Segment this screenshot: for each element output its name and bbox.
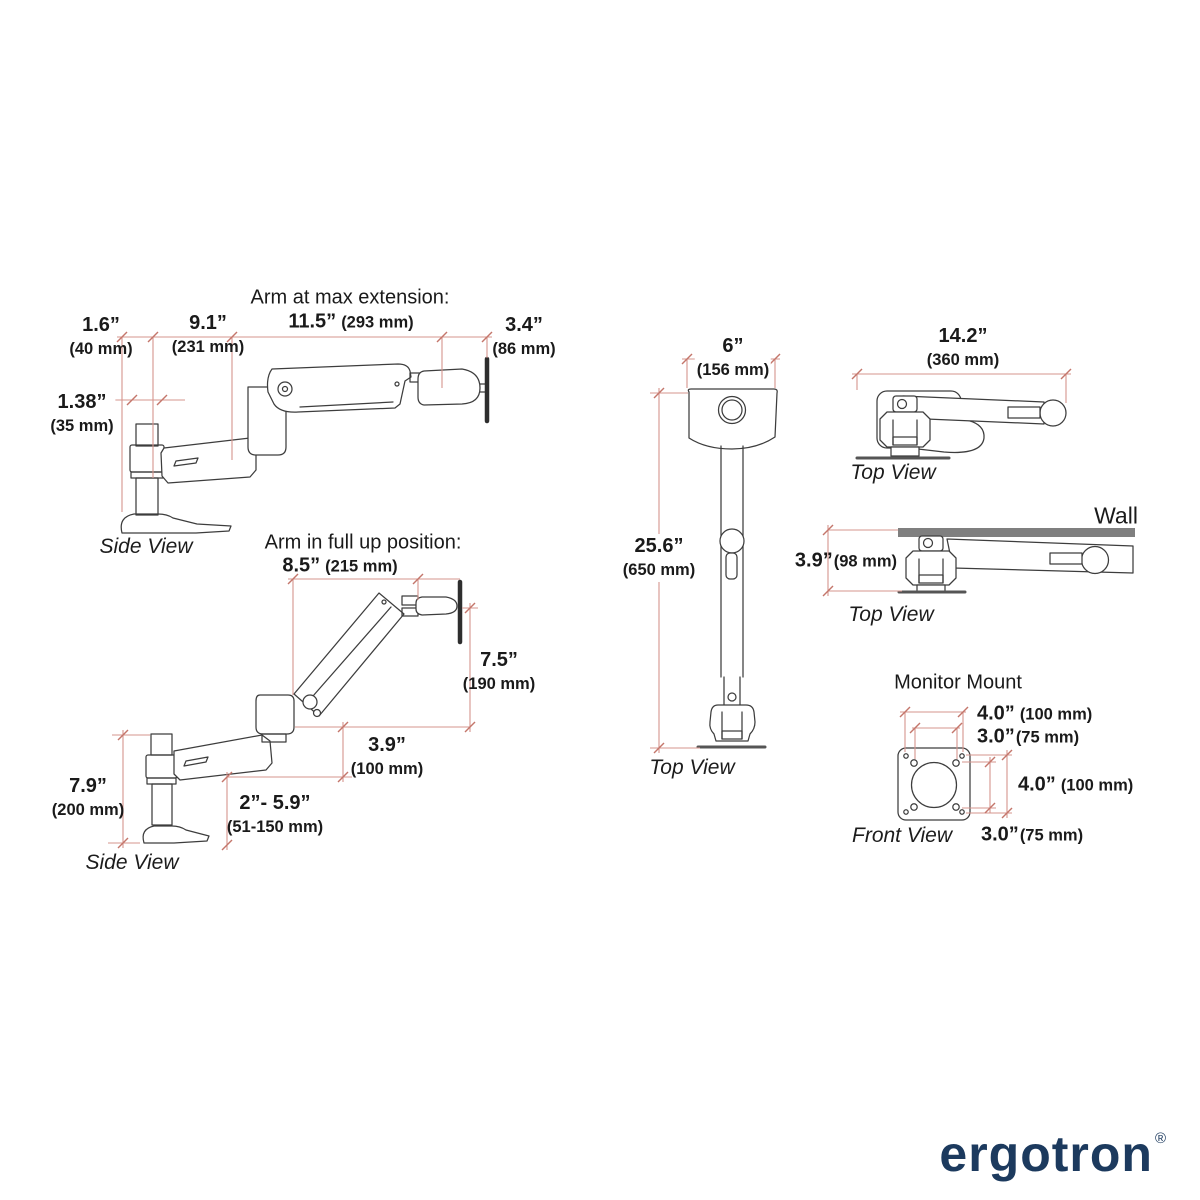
max-extension-arm-dim: 11.5”(293 mm) xyxy=(288,311,413,334)
top-extended-length-dim: 25.6” (650 mm) xyxy=(620,534,698,582)
ergotron-logo-text: ergotron xyxy=(939,1126,1153,1182)
mount-v-outer-dim-mm: (100 mm) xyxy=(1060,776,1134,795)
top-extended-width-dim-inches: 6” xyxy=(694,334,772,358)
mount-v-outer-dim-inches: 4.0” xyxy=(1018,773,1056,796)
mount-v-inner-dim-inches: 3.0” xyxy=(981,823,1019,846)
full-up-clamp-dim-inches: 2”- 5.9” xyxy=(239,792,311,814)
max-extension-pole-dim: 1.38” (35 mm) xyxy=(48,390,116,438)
max-extension-offset-dim: 1.6” (40 mm) xyxy=(69,313,132,361)
monitor-mount-art xyxy=(897,747,971,821)
ergotron-logo: ergotron® xyxy=(939,1125,1167,1183)
mount-v-outer-dim: 4.0”(100 mm) xyxy=(1018,774,1133,797)
full-up-reach-dim-inches: 8.5” xyxy=(282,554,321,577)
top-folded-width-dim-mm: (360 mm) xyxy=(926,351,1000,369)
full-up-pole-dim: 7.9” (200 mm) xyxy=(52,774,124,822)
top-extended-width-dim: 6” (156 mm) xyxy=(694,334,772,382)
max-extension-offset-dim-mm: (40 mm) xyxy=(69,340,133,358)
full-up-lift-dim-mm: (190 mm) xyxy=(462,675,536,693)
top-folded-width-dim: 14.2” (360 mm) xyxy=(927,324,999,372)
top-extended-length-dim-inches: 25.6” xyxy=(634,535,684,557)
top-view-folded-art xyxy=(855,390,1067,460)
max-extension-plate-dim-mm: (86 mm) xyxy=(492,340,556,358)
full-up-title: Arm in full up position: xyxy=(264,531,462,554)
mount-h-inner-dim: 3.0”(75 mm) xyxy=(977,726,1079,749)
wall-depth-dim-mm: (98 mm) xyxy=(833,552,897,571)
top-extended-view-label: Top View xyxy=(649,756,735,779)
full-up-reach-dim: 8.5”(215 mm) xyxy=(282,555,397,578)
max-extension-lower-dim-inches: 9.1” xyxy=(189,312,227,334)
mount-h-outer-dim-inches: 4.0” xyxy=(977,702,1015,725)
mount-v-inner-dim: 3.0”(75 mm) xyxy=(981,824,1083,847)
mount-h-outer-dim: 4.0”(100 mm) xyxy=(977,703,1092,726)
full-up-reach-dim-mm: (215 mm) xyxy=(325,557,398,576)
wall-view-label: Top View xyxy=(848,603,934,626)
full-up-forearm-dim-inches: 3.9” xyxy=(368,734,406,756)
top-folded-view-label: Top View xyxy=(850,461,936,484)
full-up-pole-dim-inches: 7.9” xyxy=(69,775,107,797)
full-up-forearm-dim-mm: (100 mm) xyxy=(350,760,424,778)
max-extension-view-label: Side View xyxy=(99,535,193,558)
mount-h-inner-dim-inches: 3.0” xyxy=(977,725,1015,748)
mount-h-outer-dim-mm: (100 mm) xyxy=(1019,705,1093,724)
max-extension-lower-dim: 9.1” (231 mm) xyxy=(172,311,244,359)
max-extension-offset-dim-inches: 1.6” xyxy=(82,314,120,336)
top-extended-width-dim-mm: (156 mm) xyxy=(694,358,772,382)
max-extension-plate-dim-inches: 3.4” xyxy=(505,314,543,336)
max-extension-pole-dim-inches: 1.38” xyxy=(57,391,107,413)
full-up-forearm-dim: 3.9” (100 mm) xyxy=(351,733,423,781)
max-extension-lower-dim-mm: (231 mm) xyxy=(171,338,245,356)
top-extended-length-dim-mm: (650 mm) xyxy=(622,561,696,579)
wall-depth-dim: 3.9”(98 mm) xyxy=(795,550,897,573)
full-up-clamp-dim-mm: (51-150 mm) xyxy=(226,818,324,836)
monitor-mount-title: Monitor Mount xyxy=(894,671,1022,694)
side-view-full-up-art xyxy=(142,579,463,844)
registered-trademark-symbol: ® xyxy=(1154,1130,1167,1147)
wall-depth-dim-inches: 3.9” xyxy=(794,549,833,572)
max-extension-arm-dim-mm: (293 mm) xyxy=(341,313,414,332)
max-extension-arm-dim-inches: 11.5” xyxy=(288,310,337,333)
full-up-lift-dim-inches: 7.5” xyxy=(480,649,518,671)
full-up-clamp-dim: 2”- 5.9” (51-150 mm) xyxy=(227,791,323,839)
mount-h-inner-dim-mm: (75 mm) xyxy=(1015,728,1080,747)
full-up-view-label: Side View xyxy=(85,851,179,874)
side-view-max-extension-art xyxy=(120,356,490,534)
max-extension-title: Arm at max extension: xyxy=(250,286,450,309)
full-up-pole-dim-mm: (200 mm) xyxy=(51,801,125,819)
mount-view-label: Front View xyxy=(852,824,952,847)
mount-v-inner-dim-mm: (75 mm) xyxy=(1019,826,1084,845)
full-up-lift-dim: 7.5” (190 mm) xyxy=(463,648,535,696)
top-folded-width-dim-inches: 14.2” xyxy=(938,325,988,347)
max-extension-pole-dim-mm: (35 mm) xyxy=(50,417,114,435)
wall-label: Wall xyxy=(1094,502,1138,529)
max-extension-plate-dim: 3.4” (86 mm) xyxy=(492,313,555,361)
top-view-wall-art xyxy=(897,528,1135,594)
top-view-extended-art xyxy=(687,388,778,749)
